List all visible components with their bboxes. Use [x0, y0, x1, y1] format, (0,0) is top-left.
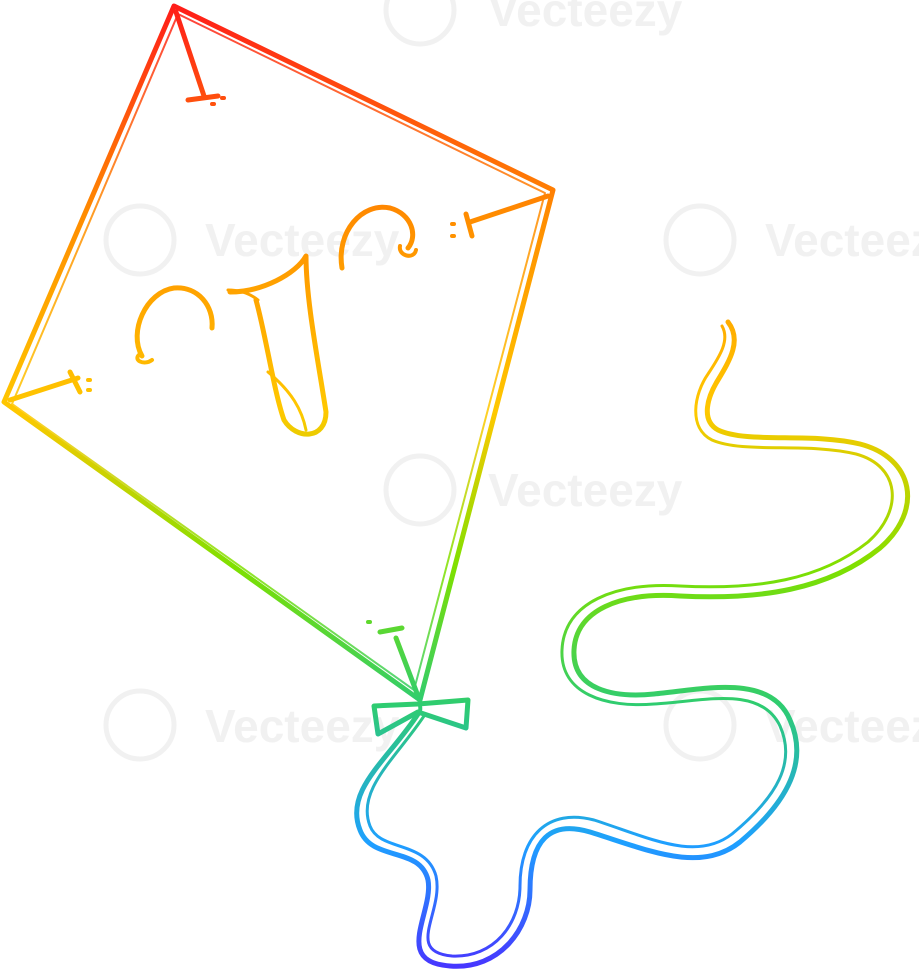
kite-eye-right: [338, 204, 415, 271]
kite-eye-left: [134, 285, 215, 359]
watermark-text: Vecteezy: [488, 0, 683, 36]
watermark-group: Vecteezy Vecteezy Vecteezy Vecteezy Vect…: [103, 0, 919, 762]
watermark-text: Vecteezy: [205, 700, 400, 752]
kite-strut-left: [7, 369, 83, 403]
watermark-text: Vecteezy: [765, 700, 919, 752]
watermark-text: Vecteezy: [765, 214, 919, 266]
kite-mouth: [227, 253, 329, 437]
kite-body-outline: [1, 3, 556, 703]
watermark-logo: [103, 0, 737, 762]
watermark-text: Vecteezy: [488, 464, 683, 516]
kite-strut-top: [173, 9, 221, 103]
kite-strut-bottom: [377, 625, 421, 699]
decor-dots: [86, 96, 456, 624]
kite-strut-right: [463, 193, 551, 239]
kite-tail-ribbon: [354, 319, 910, 969]
